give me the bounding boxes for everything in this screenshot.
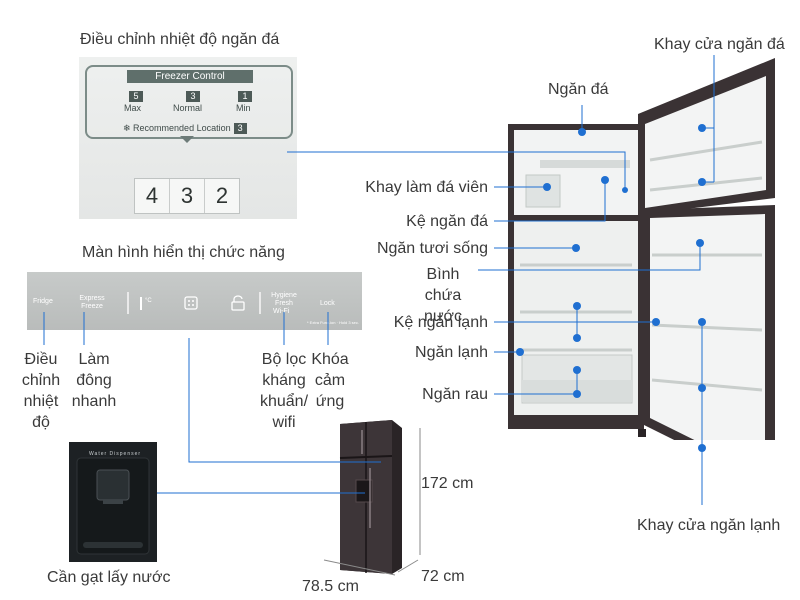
filter-icon — [184, 296, 198, 310]
label-freezer-temp-control: Điều chỉnh nhiệt độ ngăn đá — [80, 31, 280, 48]
freezer-control-title: Freezer Control — [127, 70, 253, 83]
dial-digit: 4 — [135, 179, 170, 213]
dimension-depth: 72 cm — [421, 568, 465, 585]
fridge-exterior-photo — [339, 420, 402, 574]
temperature-dial: 4 3 2 — [134, 178, 240, 214]
label-fridge-shelf: Kệ ngăn lạnh — [393, 314, 488, 331]
dispenser-graphic — [76, 457, 150, 555]
label-fresh-zone: Ngăn tươi sống — [376, 240, 488, 257]
thermometer-icon: °C — [140, 297, 152, 310]
label-freezer-compartment: Ngăn đá — [548, 81, 609, 98]
dimension-width: 78.5 cm — [302, 578, 359, 595]
label-water-lever: Cần gạt lấy nước — [47, 569, 171, 586]
level-max-number: 5 — [129, 91, 143, 102]
panel-note-text: * Extra Func.ion · Hold 3 sec. — [307, 320, 360, 325]
lock-symbol-icon — [231, 295, 245, 311]
level-normal-number: 3 — [186, 91, 200, 102]
level-min-number: 1 — [238, 91, 252, 102]
panel-wifi-text: Wi-Fi — [273, 308, 290, 315]
dimension-height: 172 cm — [421, 475, 474, 492]
function-display-panel: Fridge Express Freeze °C Hygiene Fresh W… — [27, 272, 362, 330]
panel-fridge-text: Fridge — [33, 298, 53, 305]
level-normal-label: Normal — [173, 103, 203, 113]
dial-digit: 2 — [215, 183, 229, 208]
recommended-label: ❄ Recommended Location — [123, 123, 231, 133]
label-ice-tray: Khay làm đá viên — [365, 179, 488, 196]
svg-text:°C: °C — [145, 298, 152, 304]
label-vegetable-drawer: Ngăn rau — [422, 386, 488, 403]
dispenser-label: Water Dispenser — [89, 451, 142, 457]
label-display-panel: Màn hình hiển thị chức năng — [82, 244, 285, 261]
freezer-control-photo: Freezer Control 5 Max 3 Normal 1 Min ❄ R… — [79, 57, 297, 219]
panel-express-freeze-text: Express Freeze — [79, 295, 105, 310]
label-fridge-compartment: Ngăn lạnh — [415, 344, 488, 361]
panel-display-icons: °C — [127, 292, 261, 314]
panel-lock-text: Lock — [320, 300, 335, 307]
label-hygiene-filter-wifi: Bộ lọc kháng khuẩn/ wifi — [259, 351, 309, 431]
level-max-label: Max — [124, 103, 142, 113]
label-water-tank: Bình chứa nước — [423, 266, 463, 325]
label-touch-lock: Khóa cảm ứng — [311, 351, 349, 410]
label-fridge-temp-adjust: Điều chỉnh nhiệt độ — [21, 351, 61, 431]
panel-hygiene-text: Hygiene Fresh — [271, 292, 297, 307]
pointer-triangle-icon — [180, 136, 194, 143]
dial-digit: 3 — [170, 179, 205, 213]
recommended-value: 3 — [233, 123, 247, 134]
label-express-freeze: Làm đông nhanh — [71, 351, 117, 410]
label-fridge-door-tray: Khay cửa ngăn lạnh — [637, 517, 781, 534]
level-min-label: Min — [236, 103, 251, 113]
label-freezer-door-tray: Khay cửa ngăn đá — [654, 36, 785, 53]
water-dispenser-photo: Water Dispenser — [69, 442, 157, 562]
open-fridge-photo — [508, 58, 775, 440]
label-freezer-shelf: Kệ ngăn đá — [406, 213, 488, 230]
